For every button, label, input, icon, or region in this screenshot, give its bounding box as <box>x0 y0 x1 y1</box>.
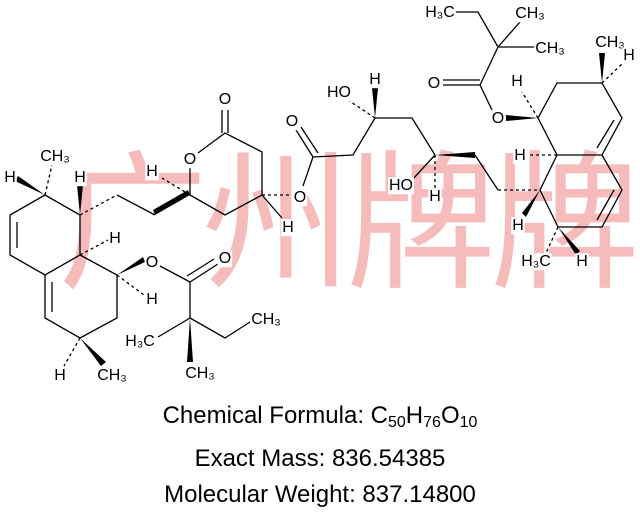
label-background <box>428 188 442 206</box>
label-background <box>326 84 352 102</box>
bonds <box>9 11 623 367</box>
atom-label: CH₃ <box>40 148 70 165</box>
atom-label: H₃C <box>425 4 455 21</box>
label-background <box>510 73 524 91</box>
label-background <box>520 253 552 271</box>
label-background <box>513 147 527 165</box>
atom-label: CH₃ <box>185 365 215 382</box>
formula-o-count: 10 <box>459 414 478 431</box>
atom-label: H <box>369 71 381 88</box>
label-background <box>96 367 128 385</box>
label-background <box>281 219 295 237</box>
formula-h-count: 76 <box>423 414 441 431</box>
atom-label: H <box>623 47 635 64</box>
label-background <box>594 34 626 52</box>
atom-label: O <box>219 250 231 267</box>
atom-label: H <box>512 217 524 234</box>
atom-label: H <box>282 219 294 236</box>
molecule-structure: CH₃ H H H O H O H₃C CH₃ CH₃ H CH₃ O O H … <box>3 4 636 385</box>
label-background <box>145 291 159 309</box>
label-background <box>3 169 17 187</box>
label-background <box>182 151 198 169</box>
atom-label: H <box>511 73 523 90</box>
label-background <box>426 75 442 93</box>
formula-label: Chemical Formula: <box>162 402 371 429</box>
atom-label: CH₃ <box>97 367 127 384</box>
atom-label: O <box>294 189 306 206</box>
atom-label: O <box>146 254 158 271</box>
label-background <box>388 177 414 195</box>
label-background <box>250 311 282 329</box>
atom-label: O <box>492 110 504 127</box>
label-background <box>124 333 156 351</box>
label-background <box>145 163 159 181</box>
label-background <box>184 365 216 383</box>
exact-mass: Exact Mass: 836.54385 <box>194 445 446 472</box>
atom-labels: CH₃ H H H O H O H₃C CH₃ CH₃ H CH₃ O O H … <box>3 4 636 385</box>
atom-label: O <box>286 113 298 130</box>
atom-label: H <box>109 230 121 247</box>
atom-label: HO <box>327 84 351 101</box>
label-background <box>217 250 233 268</box>
formula-o: O <box>440 402 460 429</box>
atom-label: H <box>4 169 16 186</box>
label-background <box>534 40 566 58</box>
label-background <box>53 367 67 385</box>
atom-label: CH₃ <box>515 5 545 22</box>
atom-label: CH₃ <box>535 40 565 57</box>
formula-c: C <box>370 402 388 429</box>
formula-h: H <box>405 402 424 429</box>
label-background <box>511 217 525 235</box>
atom-label: H <box>146 163 158 180</box>
label-background <box>144 254 160 272</box>
atom-label: H <box>576 253 588 270</box>
compound-info: Chemical Formula: C50H76O10 Exact Mass: … <box>0 398 640 513</box>
atom-label: H <box>514 147 526 164</box>
atom-label: H <box>429 188 441 205</box>
atom-label: H <box>74 169 86 186</box>
atom-label: HO <box>389 177 413 194</box>
atom-label: O <box>219 91 231 108</box>
label-background <box>284 113 300 131</box>
label-background <box>368 71 382 89</box>
atom-label: H₃C <box>125 333 155 350</box>
label-background <box>514 5 546 23</box>
label-background <box>622 47 636 65</box>
label-background <box>108 230 122 248</box>
label-background <box>424 4 456 22</box>
atom-label: CH₃ <box>595 34 625 51</box>
formula-c-count: 50 <box>388 414 406 431</box>
atom-label: CH₃ <box>251 311 281 328</box>
chemical-formula: Chemical Formula: C50H76O10 <box>0 398 640 441</box>
atom-label: O <box>184 151 196 168</box>
label-background <box>292 189 308 207</box>
atom-label: H <box>146 291 158 308</box>
label-background <box>490 110 506 128</box>
label-background <box>575 253 589 271</box>
atom-label: H <box>54 367 66 384</box>
atom-label: O <box>428 75 440 92</box>
label-background <box>217 91 233 109</box>
molecular-weight: Molecular Weight: 837.14800 <box>164 481 476 508</box>
label-background <box>73 169 87 187</box>
atom-label: H₃C <box>521 253 551 270</box>
label-background <box>39 148 71 166</box>
